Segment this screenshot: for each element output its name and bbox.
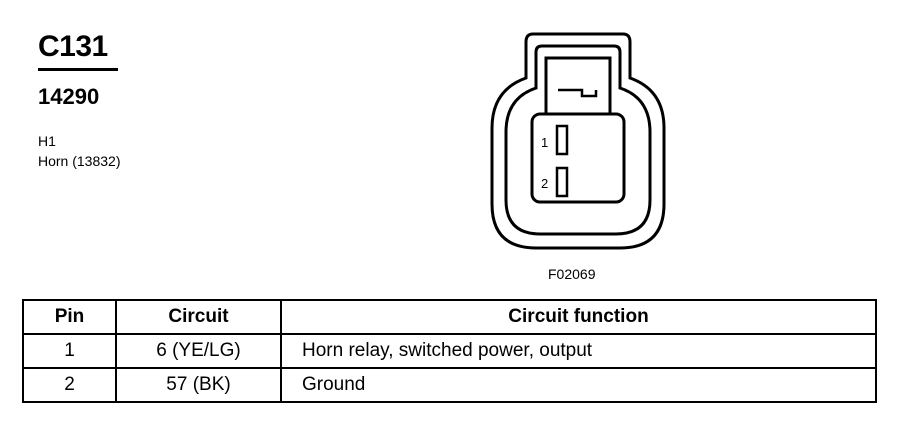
cell-pin: 2 [22, 367, 117, 403]
pin-2-label: 2 [541, 176, 548, 191]
table-header-row: Pin Circuit Circuit function [22, 299, 877, 335]
table-row: 1 6 (YE/LG) Horn relay, switched power, … [22, 333, 877, 369]
cell-circuit-function: Ground [280, 367, 877, 403]
pin-2-cavity [555, 166, 569, 198]
connector-id-underline [38, 68, 118, 71]
header-circuit-function: Circuit function [280, 299, 877, 335]
pin-table: Pin Circuit Circuit function 1 6 (YE/LG)… [22, 299, 877, 403]
part-number: 14290 [38, 84, 100, 109]
cell-circuit: 6 (YE/LG) [115, 333, 282, 369]
cell-circuit: 57 (BK) [115, 367, 282, 403]
pin-1-cavity [555, 124, 569, 156]
locking-tab [544, 56, 612, 116]
cell-pin: 1 [22, 333, 117, 369]
connector-outer-housing [490, 32, 666, 250]
pin-1-label: 1 [541, 135, 548, 150]
cell-circuit-function: Horn relay, switched power, output [280, 333, 877, 369]
header-pin: Pin [22, 299, 117, 335]
table-row: 2 57 (BK) Ground [22, 367, 877, 403]
locking-tab-notch [558, 88, 598, 98]
terminal-block [530, 112, 626, 204]
connector-inner-housing [504, 44, 652, 236]
figure-code: F02069 [548, 266, 596, 282]
header-circuit: Circuit [115, 299, 282, 335]
location-code: H1 [38, 133, 56, 149]
connector-face-diagram: 1 2 [490, 32, 666, 250]
connector-id: C131 [38, 30, 108, 63]
component-name: Horn (13832) [38, 153, 121, 169]
